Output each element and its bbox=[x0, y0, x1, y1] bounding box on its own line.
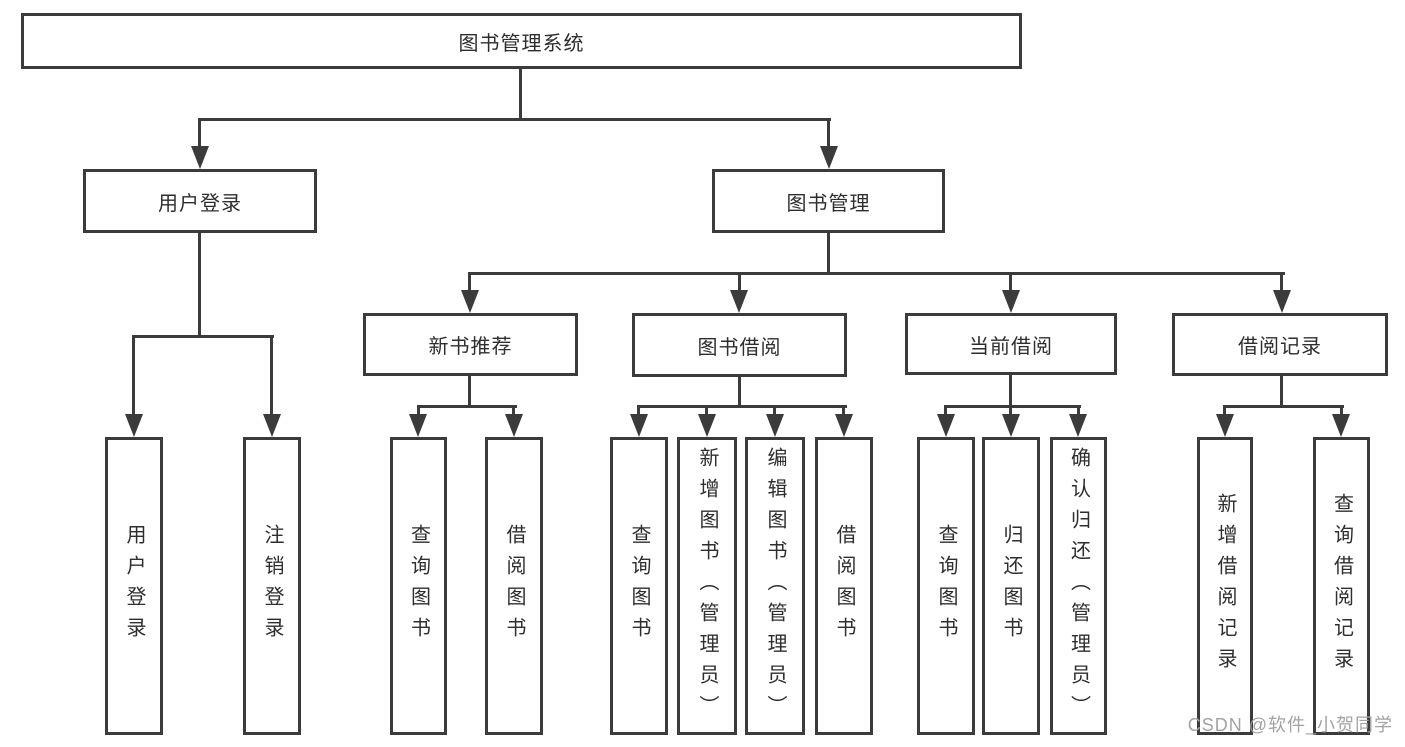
leaf-label: 新增图书（管理员） bbox=[696, 446, 718, 726]
connector-leaf-stem bbox=[842, 405, 845, 417]
node-leaf-cb-confirm: 确认归还（管理员） bbox=[1050, 437, 1107, 735]
connector-user-login-stem bbox=[198, 118, 201, 150]
leaf-label: 注销登录 bbox=[261, 524, 283, 648]
node-new-book-rec-label: 新书推荐 bbox=[428, 336, 513, 358]
arrow-down-icon bbox=[263, 414, 281, 437]
connector-current-borrow-vline bbox=[1009, 375, 1012, 408]
connector-new-book-rec-stem bbox=[468, 272, 471, 294]
arrow-down-icon bbox=[1002, 414, 1020, 437]
connector-user-login-hline bbox=[132, 335, 274, 338]
arrow-down-icon bbox=[835, 414, 853, 437]
arrow-down-icon bbox=[1002, 290, 1020, 313]
node-leaf-user-login: 用户登录 bbox=[105, 437, 163, 735]
node-leaf-nb-borrow: 借阅图书 bbox=[485, 437, 543, 735]
node-book-mgmt-label: 图书管理 bbox=[786, 192, 871, 215]
connector-leaf-stem bbox=[705, 405, 708, 417]
arrow-down-icon bbox=[766, 414, 784, 437]
leaf-label: 用户登录 bbox=[123, 524, 145, 648]
node-book-borrow: 图书借阅 bbox=[632, 313, 847, 377]
node-book-borrow-label: 图书借阅 bbox=[697, 336, 782, 359]
node-current-borrow: 当前借阅 bbox=[905, 313, 1117, 375]
leaf-label: 查询借阅记录 bbox=[1330, 493, 1353, 679]
leaf-label: 查询图书 bbox=[628, 524, 650, 648]
arrow-down-icon bbox=[1216, 414, 1234, 437]
node-borrow-record-label: 借阅记录 bbox=[1238, 336, 1322, 358]
connector-leaf-stem bbox=[1009, 405, 1012, 417]
connector-book-mgmt-vline bbox=[827, 233, 830, 275]
leaf-label: 借阅图书 bbox=[833, 524, 855, 648]
node-current-borrow-label: 当前借阅 bbox=[969, 335, 1053, 358]
connector-book-borrow-vline bbox=[738, 377, 741, 408]
leaf-label: 查询图书 bbox=[935, 524, 957, 648]
connector-leaf-stem bbox=[1223, 405, 1226, 417]
connector-leaf-logout-stem bbox=[270, 335, 273, 417]
leaf-label: 新增借阅记录 bbox=[1214, 493, 1236, 679]
arrow-down-icon bbox=[1332, 414, 1350, 437]
connector-user-login-vline bbox=[198, 233, 201, 335]
node-leaf-logout: 注销登录 bbox=[243, 437, 301, 735]
connector-leaf-stem bbox=[1340, 405, 1343, 417]
connector-borrow-record-vline bbox=[1280, 376, 1283, 408]
connector-book-borrow-hline bbox=[637, 405, 847, 408]
node-user-login-label: 用户登录 bbox=[158, 192, 242, 215]
arrow-down-icon bbox=[409, 414, 427, 437]
arrow-down-icon bbox=[698, 414, 716, 437]
leaf-label: 编辑图书（管理员） bbox=[764, 446, 786, 726]
leaf-label: 确认归还（管理员） bbox=[1067, 446, 1090, 726]
leaf-label: 归还图书 bbox=[1000, 524, 1022, 648]
arrow-down-icon bbox=[820, 146, 838, 169]
arrow-down-icon bbox=[1273, 290, 1291, 313]
node-user-login: 用户登录 bbox=[83, 169, 317, 233]
connector-borrow-record-hline bbox=[1223, 405, 1344, 408]
csdn-watermark: CSDN @软件_小贺同学 bbox=[1187, 715, 1393, 735]
connector-leaf-stem bbox=[773, 405, 776, 417]
arrow-down-icon bbox=[730, 290, 748, 313]
connector-root-hline bbox=[198, 118, 831, 121]
connector-new-book-rec-vline bbox=[468, 376, 471, 408]
node-leaf-cb-query: 查询图书 bbox=[917, 437, 975, 735]
node-leaf-br-query: 查询借阅记录 bbox=[1313, 437, 1370, 735]
node-book-mgmt: 图书管理 bbox=[712, 169, 945, 233]
connector-leaf-stem bbox=[512, 405, 515, 417]
connector-leaf-stem bbox=[417, 405, 420, 417]
node-leaf-nb-query: 查询图书 bbox=[390, 437, 447, 735]
arrow-down-icon bbox=[125, 414, 143, 437]
connector-root-vline bbox=[519, 69, 522, 120]
node-borrow-record: 借阅记录 bbox=[1172, 313, 1388, 376]
node-root: 图书管理系统 bbox=[21, 13, 1022, 69]
connector-new-book-rec-hline bbox=[417, 405, 517, 408]
node-leaf-cb-return: 归还图书 bbox=[982, 437, 1040, 735]
connector-leaf-stem bbox=[637, 405, 640, 417]
node-leaf-br-add: 新增借阅记录 bbox=[1197, 437, 1253, 735]
node-leaf-bb-add: 新增图书（管理员） bbox=[677, 437, 737, 735]
connector-current-borrow-stem bbox=[1009, 272, 1012, 294]
arrow-down-icon bbox=[1069, 414, 1087, 437]
node-new-book-rec: 新书推荐 bbox=[363, 313, 578, 376]
arrow-down-icon bbox=[937, 414, 955, 437]
leaf-label: 借阅图书 bbox=[503, 524, 525, 648]
arrow-down-icon bbox=[461, 290, 479, 313]
arrow-down-icon bbox=[630, 414, 648, 437]
node-root-label: 图书管理系统 bbox=[458, 32, 585, 55]
arrow-down-icon bbox=[505, 414, 523, 437]
node-leaf-bb-edit: 编辑图书（管理员） bbox=[745, 437, 805, 735]
connector-borrow-record-stem bbox=[1280, 272, 1283, 294]
connector-leaf-user-login-stem bbox=[132, 335, 135, 417]
connector-book-mgmt-hline bbox=[468, 272, 1285, 275]
node-leaf-bb-query: 查询图书 bbox=[610, 437, 668, 735]
connector-book-mgmt-stem bbox=[827, 118, 830, 150]
connector-current-borrow-hline bbox=[944, 405, 1081, 408]
leaf-label: 查询图书 bbox=[407, 524, 430, 648]
connector-leaf-stem bbox=[944, 405, 947, 417]
connector-book-borrow-stem bbox=[738, 272, 741, 294]
arrow-down-icon bbox=[191, 146, 209, 169]
node-leaf-bb-borrow: 借阅图书 bbox=[815, 437, 873, 735]
connector-leaf-stem bbox=[1077, 405, 1080, 417]
